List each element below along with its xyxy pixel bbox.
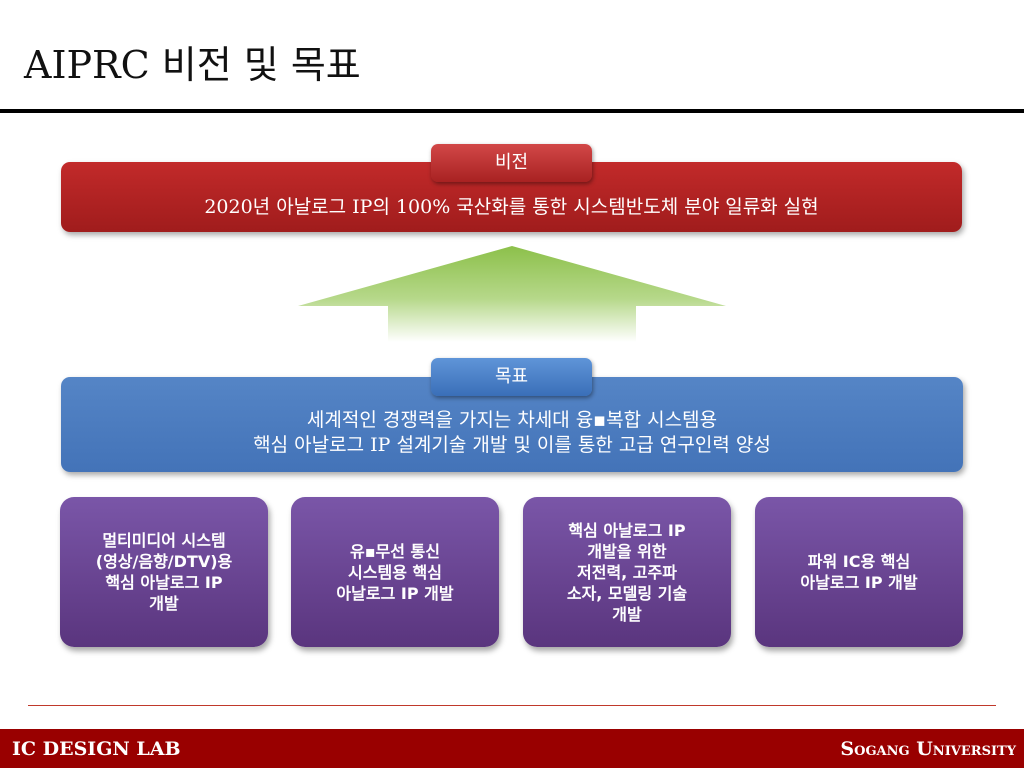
bottom-divider — [28, 705, 996, 706]
goal-text: 세계적인 경쟁력을 가지는 차세대 융▪복합 시스템용 핵심 아날로그 IP 설… — [61, 408, 963, 458]
card-multimedia: 멀티미디어 시스템 (영상/음향/DTV)용 핵심 아날로그 IP 개발 — [60, 497, 268, 647]
card-device-modeling: 핵심 아날로그 IP 개발을 위한 저전력, 고주파 소자, 모델링 기술 개발 — [523, 497, 731, 647]
footer-bar: IC DESIGN LAB Sogang University — [0, 729, 1024, 768]
card-communication: 유▪무선 통신 시스템용 핵심 아날로그 IP 개발 — [291, 497, 499, 647]
footer-university: Sogang University — [840, 738, 1016, 760]
up-arrow-icon — [298, 246, 726, 342]
slide-title: AIPRC 비전 및 목표 — [24, 43, 361, 87]
vision-text: 2020년 아날로그 IP의 100% 국산화를 통한 시스템반도체 분야 일류… — [204, 196, 819, 218]
card-text: 멀티미디어 시스템 (영상/음향/DTV)용 핵심 아날로그 IP 개발 — [95, 531, 233, 613]
card-power-ic: 파워 IC용 핵심 아날로그 IP 개발 — [755, 497, 963, 647]
card-text: 유▪무선 통신 시스템용 핵심 아날로그 IP 개발 — [336, 541, 454, 603]
card-text: 파워 IC용 핵심 아날로그 IP 개발 — [800, 552, 918, 592]
card-text: 핵심 아날로그 IP 개발을 위한 저전력, 고주파 소자, 모델링 기술 개발 — [566, 520, 688, 624]
goal-tag: 목표 — [431, 358, 592, 396]
footer-lab-name: IC DESIGN LAB — [12, 738, 181, 760]
vision-tag: 비전 — [431, 144, 592, 182]
title-divider — [0, 109, 1024, 113]
goal-line-1: 세계적인 경쟁력을 가지는 차세대 융▪복합 시스템용 — [306, 409, 718, 431]
goal-line-2: 핵심 아날로그 IP 설계기술 개발 및 이를 통한 고급 연구인력 양성 — [253, 434, 771, 456]
